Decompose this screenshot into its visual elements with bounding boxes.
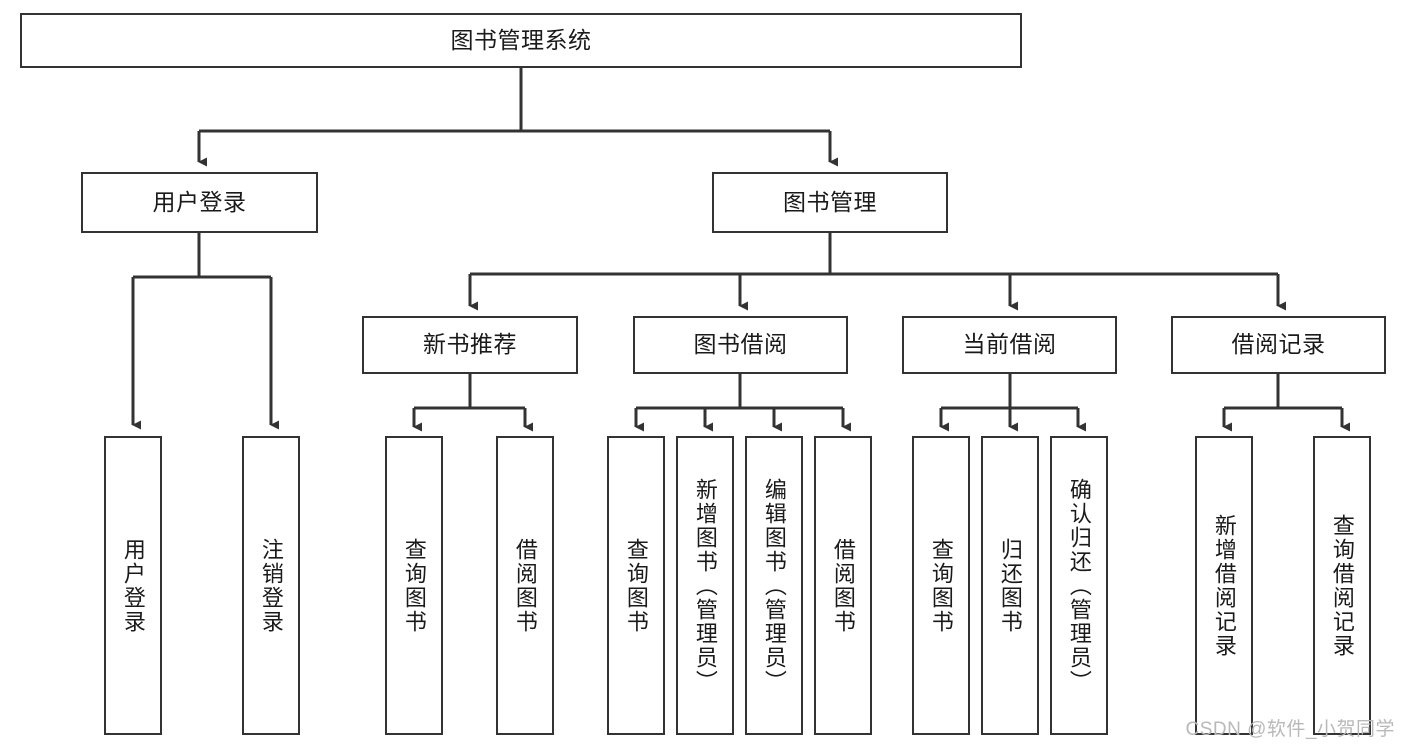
leaf-current-confirm-return-admin[interactable]: 确认归还（管理员） bbox=[1050, 436, 1108, 735]
leaf-recommend-borrow-book[interactable]: 借阅图书 bbox=[496, 436, 554, 735]
leaf-borrow-edit-book-admin[interactable]: 编辑图书（管理员） bbox=[745, 436, 803, 735]
node-new-book-recommend[interactable]: 新书推荐 bbox=[362, 316, 578, 374]
leaf-borrow-borrow-book[interactable]: 借阅图书 bbox=[814, 436, 872, 735]
node-borrow-record[interactable]: 借阅记录 bbox=[1171, 316, 1386, 374]
leaf-record-add-record[interactable]: 新增借阅记录 bbox=[1195, 436, 1253, 735]
node-book-borrow[interactable]: 图书借阅 bbox=[633, 316, 848, 374]
leaf-current-query-book[interactable]: 查询图书 bbox=[912, 436, 970, 735]
leaf-borrow-add-book-admin[interactable]: 新增图书（管理员） bbox=[676, 436, 734, 735]
leaf-user-login-login[interactable]: 用户登录 bbox=[104, 436, 162, 735]
node-user-login[interactable]: 用户登录 bbox=[81, 172, 318, 233]
leaf-record-query-record[interactable]: 查询借阅记录 bbox=[1313, 436, 1371, 735]
node-book-management[interactable]: 图书管理 bbox=[712, 172, 948, 233]
node-root-system[interactable]: 图书管理系统 bbox=[20, 13, 1022, 68]
leaf-current-return-book[interactable]: 归还图书 bbox=[981, 436, 1039, 735]
leaf-recommend-query-book[interactable]: 查询图书 bbox=[385, 436, 443, 735]
leaf-borrow-query-book[interactable]: 查询图书 bbox=[607, 436, 665, 735]
leaf-user-login-logout[interactable]: 注销登录 bbox=[242, 436, 300, 735]
node-current-borrow[interactable]: 当前借阅 bbox=[902, 316, 1117, 374]
